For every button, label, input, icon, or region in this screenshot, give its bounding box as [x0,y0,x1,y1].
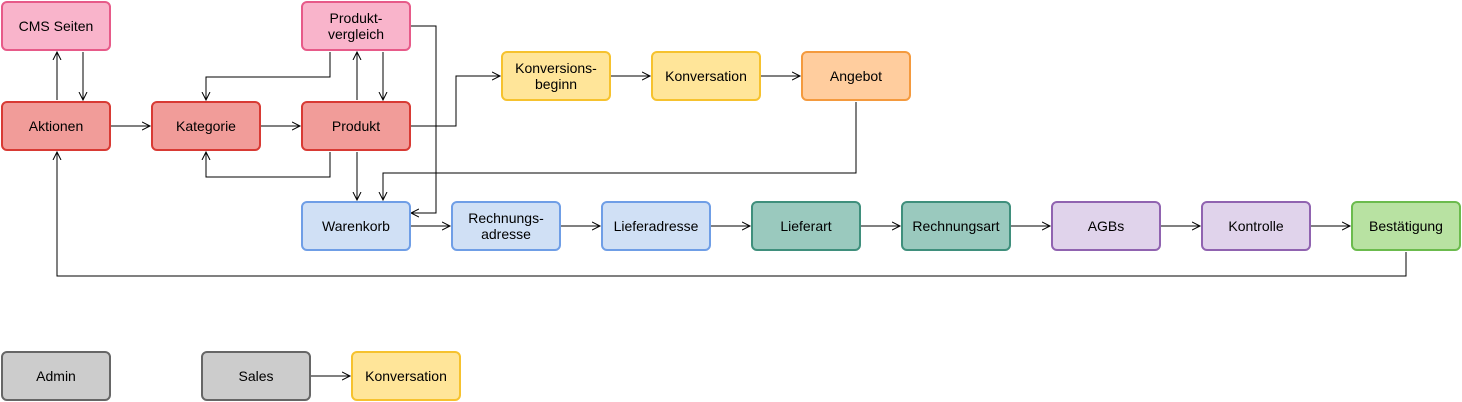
node-lieferart[interactable]: Lieferart [751,201,861,251]
node-konversation-sales[interactable]: Konversation [351,351,461,401]
node-kategorie[interactable]: Kategorie [151,101,261,151]
node-produkt[interactable]: Produkt [301,101,411,151]
node-warenkorb[interactable]: Warenkorb [301,201,411,251]
edge-bestaetigung-aktionen [57,152,1407,277]
node-angebot[interactable]: Angebot [801,51,911,101]
node-lieferadresse[interactable]: Lieferadresse [601,201,711,251]
node-konversionsbeginn[interactable]: Konversions- beginn [501,51,611,101]
edge-produktvergleich-warenkorb [411,25,437,213]
node-sales[interactable]: Sales [201,351,311,401]
node-rechnungsadresse[interactable]: Rechnungs- adresse [451,201,561,251]
node-kontrolle[interactable]: Kontrolle [1201,201,1311,251]
edge-produkt-kategorie [206,152,331,178]
node-konversation[interactable]: Konversation [651,51,761,101]
node-aktionen[interactable]: Aktionen [1,101,111,151]
edge-produkt-konversionsbeginn [411,76,500,127]
node-admin[interactable]: Admin [1,351,111,401]
node-agbs[interactable]: AGBs [1051,201,1161,251]
node-cms-seiten[interactable]: CMS Seiten [1,1,111,51]
node-rechnungsart[interactable]: Rechnungsart [901,201,1011,251]
edge-angebot-warenkorb [383,102,857,200]
node-produktvergleich[interactable]: Produkt- vergleich [301,1,411,51]
node-bestaetigung[interactable]: Bestätigung [1351,201,1461,251]
edge-produktvergleich-kategorie [206,52,331,100]
